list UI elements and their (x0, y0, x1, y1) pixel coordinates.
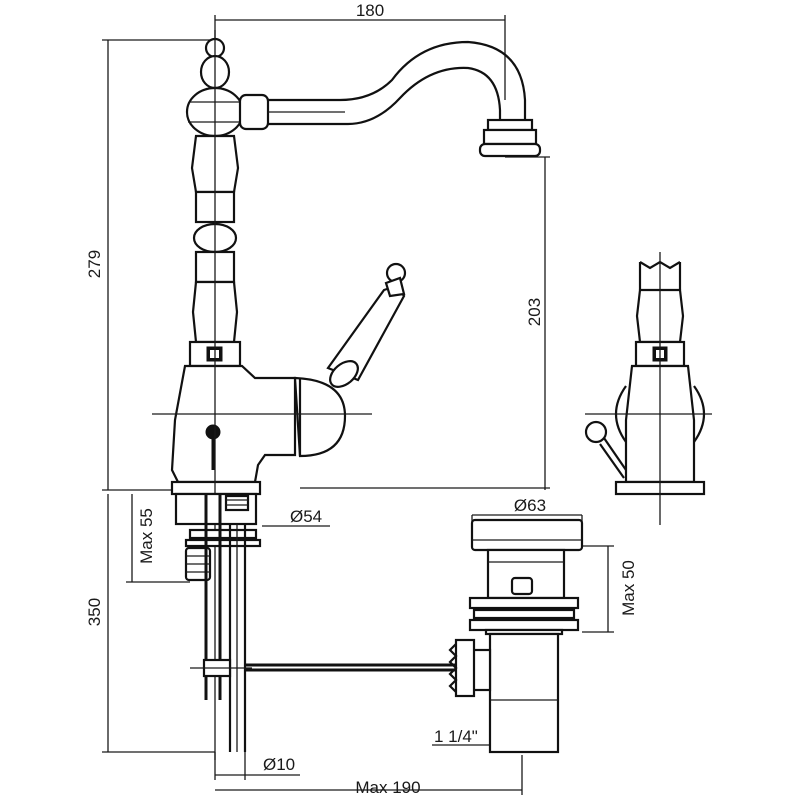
dim-diameter-63: Ø63 (514, 496, 546, 515)
dim-max-55: Max 55 (137, 508, 156, 564)
center-lines (152, 30, 372, 760)
faucet-spout (268, 40, 542, 158)
faucet-body (170, 37, 407, 496)
dim-spout-height: 203 (525, 298, 544, 326)
dim-max-190: Max 190 (355, 778, 420, 797)
dimension-lines (102, 15, 614, 795)
dim-length-350: 350 (85, 598, 104, 626)
dim-max-50: Max 50 (619, 560, 638, 616)
dim-diameter-54: Ø54 (290, 507, 322, 526)
side-view (584, 252, 712, 525)
dim-height-total: 279 (85, 250, 104, 278)
dim-diameter-10: Ø10 (263, 755, 295, 774)
dim-width-top: 180 (356, 1, 384, 20)
dim-thread: 1 1/4" (434, 727, 478, 746)
mounting-assembly (174, 492, 455, 752)
pop-up-waste (448, 518, 584, 754)
